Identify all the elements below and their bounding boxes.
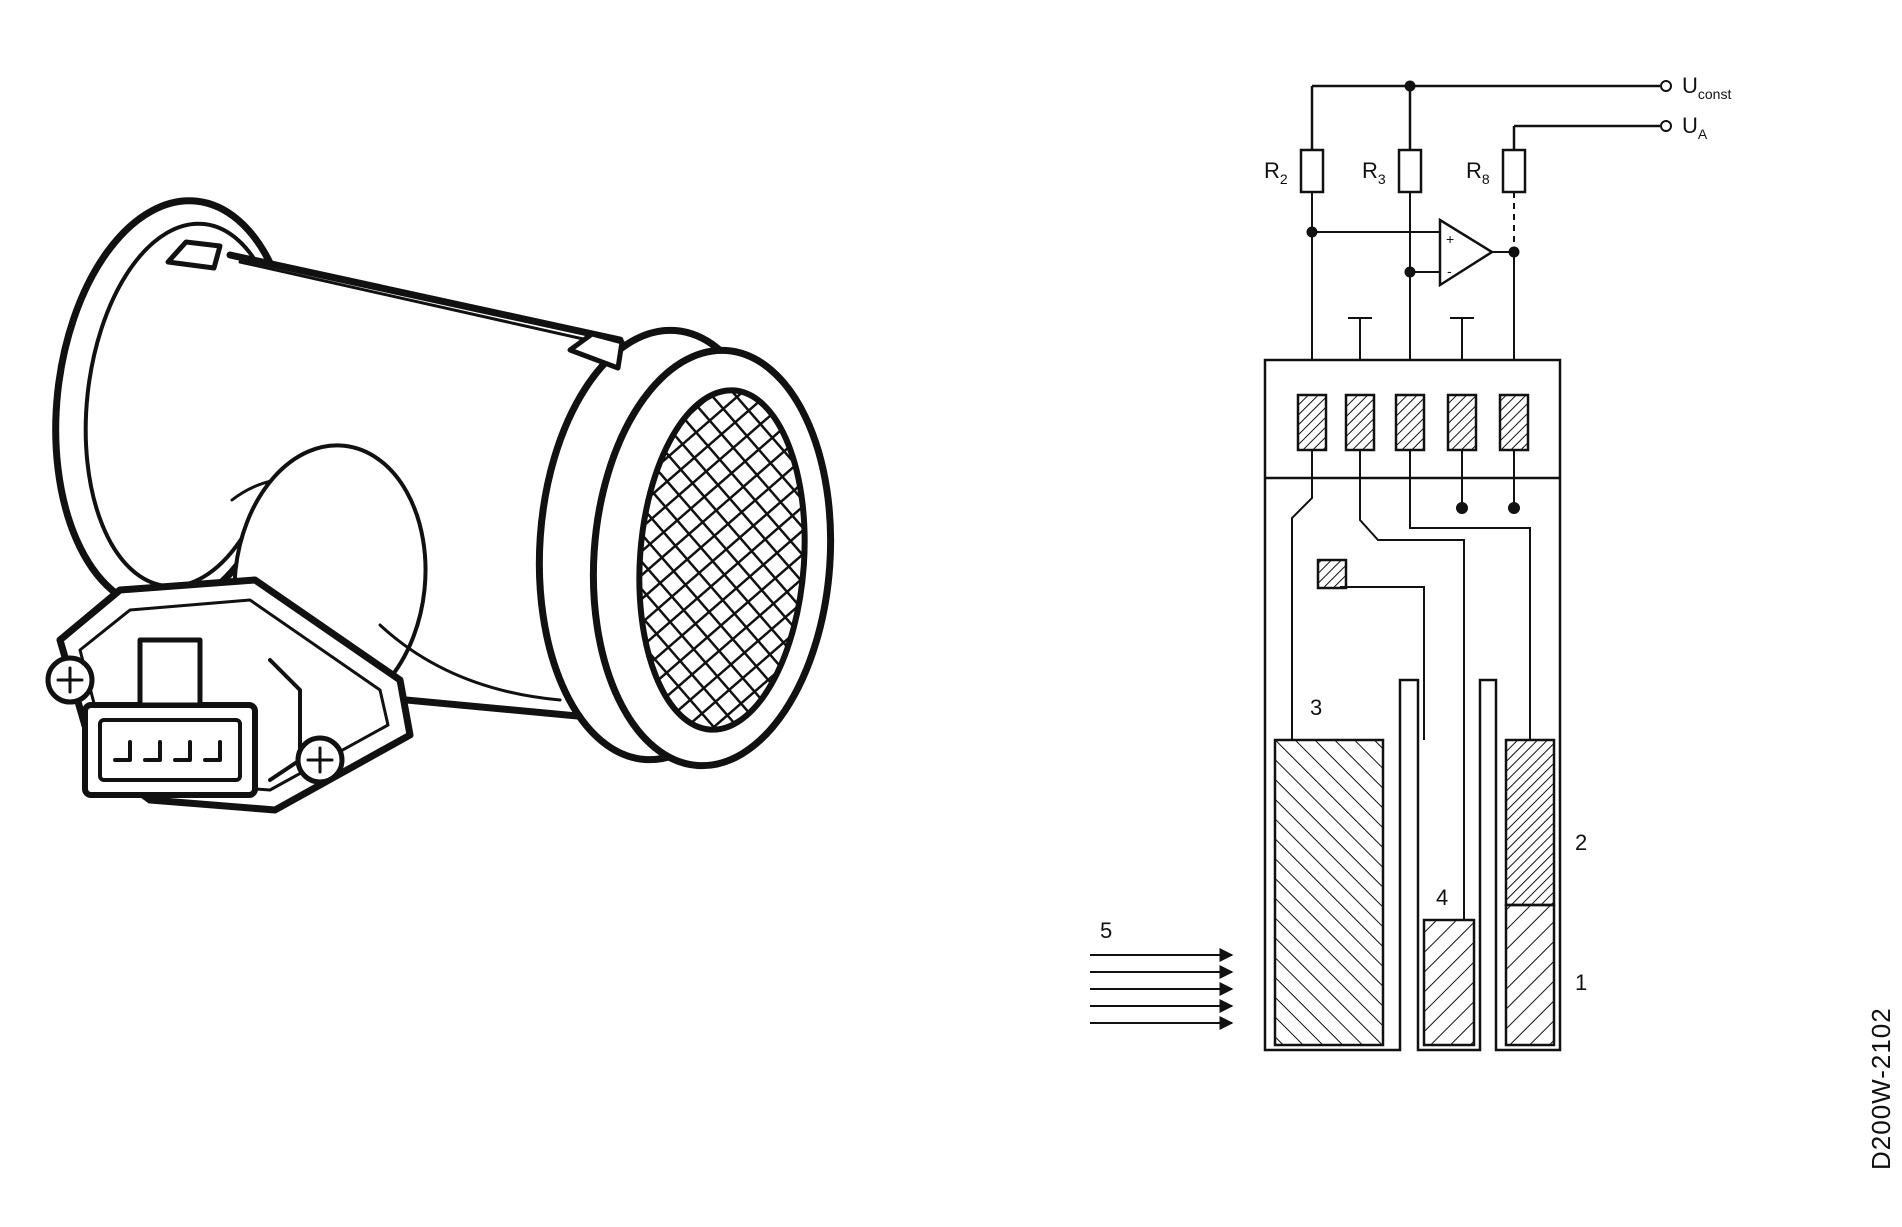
electrical-connector-icon <box>45 576 414 814</box>
label-r3: R3 <box>1362 158 1386 187</box>
contact-pad-2 <box>1344 393 1376 452</box>
contact-pad-4 <box>1446 393 1478 452</box>
label-r8: R8 <box>1466 158 1490 187</box>
op-amp <box>1438 217 1495 288</box>
heating-element-3 <box>1273 738 1385 1047</box>
callout-2: 2 <box>1575 830 1587 855</box>
callout-5: 5 <box>1100 918 1112 943</box>
sensor-element-2 <box>1504 738 1556 907</box>
figure-code: D200W-2102 <box>1866 1007 1896 1170</box>
airflow-arrows-icon <box>1090 948 1234 1030</box>
op-amp-plus: + <box>1446 231 1454 247</box>
contact-pad-5 <box>1498 393 1530 452</box>
op-amp-minus: - <box>1447 263 1452 279</box>
callout-3: 3 <box>1310 695 1322 720</box>
air-mass-meter-housing-icon <box>45 197 835 814</box>
hot-film-sensor-circuit <box>1090 80 1672 1052</box>
resistor-r8 <box>1501 148 1527 194</box>
resistor-r2 <box>1299 148 1325 194</box>
protective-mesh-icon <box>636 387 808 733</box>
callout-4: 4 <box>1436 885 1448 910</box>
labels: Uconst UA R2 R3 R8 + - 3 4 2 1 5 D200W-2… <box>1100 73 1896 1170</box>
cylinder-body <box>226 251 624 724</box>
label-r2: R2 <box>1264 158 1288 187</box>
label-u-const: Uconst <box>1682 73 1731 102</box>
temperature-element-small <box>1316 558 1348 590</box>
contact-pad-3 <box>1394 393 1426 452</box>
terminal-u-const <box>1660 80 1672 92</box>
contact-pad-1 <box>1296 393 1328 452</box>
terminal-u-a <box>1660 120 1672 132</box>
sensor-element-4 <box>1422 918 1476 1047</box>
sensor-element-1 <box>1504 903 1556 1047</box>
resistor-r3 <box>1397 148 1423 194</box>
callout-1: 1 <box>1575 970 1587 995</box>
label-u-a: UA <box>1682 113 1708 142</box>
